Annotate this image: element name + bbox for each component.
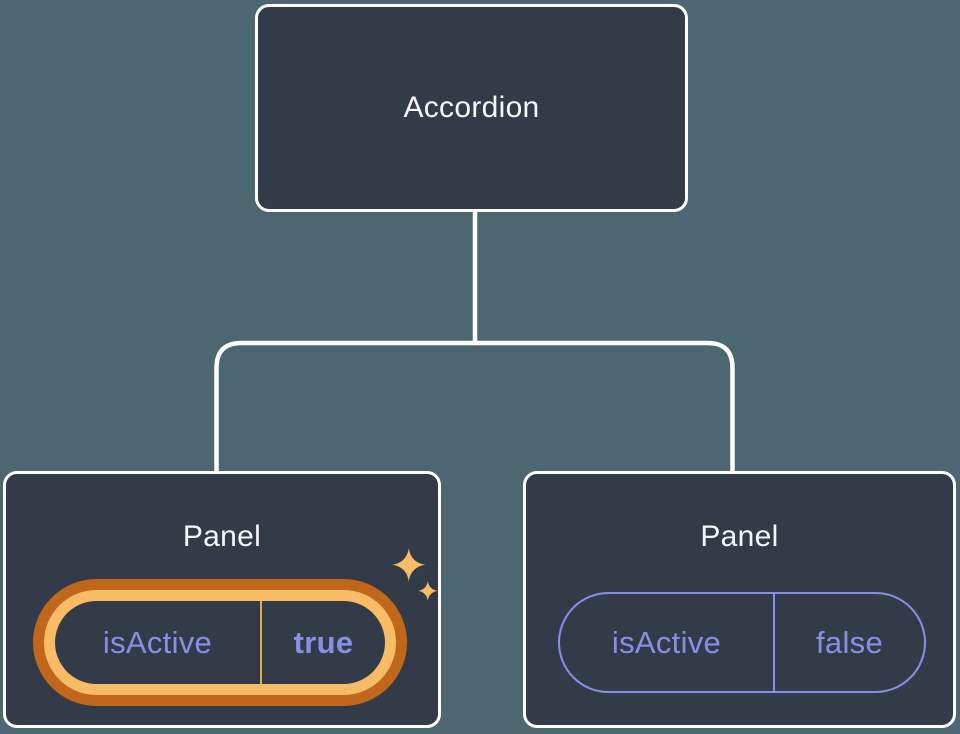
panel-node-inactive: Panel isActive false (523, 471, 956, 728)
state-pill-active: isActive true (55, 601, 385, 684)
state-value: true (293, 624, 354, 660)
state-pill-active-highlight: isActive true (33, 579, 407, 706)
state-pill-divider (260, 601, 262, 684)
state-name: isActive (102, 624, 213, 660)
accordion-node-label: Accordion (403, 91, 540, 124)
state-pill-active-highlight-inner: isActive true (44, 590, 396, 695)
panel-node-label: Panel (700, 520, 779, 553)
panel-node-active: Panel isActive true (3, 471, 441, 728)
accordion-node: Accordion (255, 4, 688, 212)
panel-node-label: Panel (182, 520, 262, 553)
state-pill-divider (773, 594, 775, 691)
state-name: isActive (611, 624, 722, 660)
sparkles-icon (392, 548, 438, 601)
state-value: false (816, 624, 883, 660)
state-pill-inactive: isActive false (558, 592, 926, 693)
